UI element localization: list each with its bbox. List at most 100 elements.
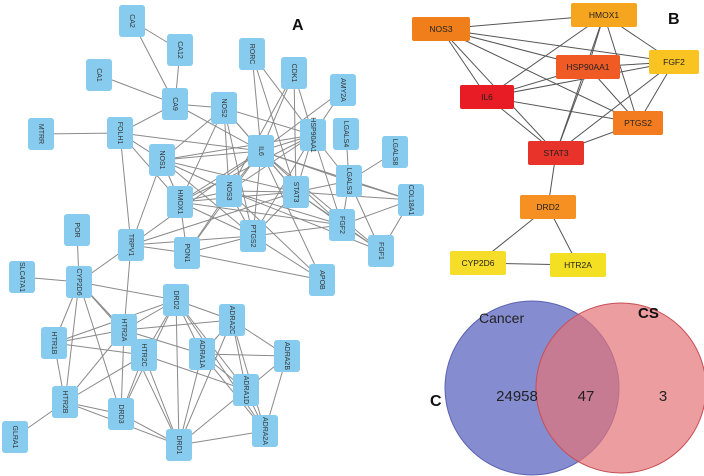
network-node-box [167, 186, 193, 218]
network-node-glra1: GLRA1 [2, 421, 28, 453]
hub-node-stat3: STAT3 [528, 141, 584, 165]
network-node-adra1a: ADRA1A [189, 338, 215, 370]
hub-node-box [460, 85, 514, 109]
network-edge-nos3-apob [228, 190, 323, 281]
network-node-adra1d: ADRA1D [233, 374, 259, 406]
hub-node-label: HMOX1 [589, 10, 620, 20]
hub-node-label: DRD2 [536, 202, 559, 212]
venn-diagram: Cancer CS 24958 47 3 [444, 300, 704, 476]
hub-node-label: STAT3 [543, 148, 568, 158]
network-node-box [239, 38, 265, 70]
network-node-box [167, 34, 193, 66]
hub-node-label: HSP90AA1 [567, 62, 610, 72]
network-node-box [166, 429, 192, 461]
network-node-hmox1: HMOX1 [167, 186, 193, 218]
network-edge-il6-fgf1 [260, 150, 382, 252]
hub-node-label: PTGS2 [624, 118, 652, 128]
network-node-box [66, 266, 92, 298]
hub-node-hmox1: HMOX1 [571, 3, 637, 27]
panel-a-label: A [292, 17, 304, 34]
network-edge-folh1-il6 [119, 132, 262, 152]
hub-edge-nos3-fgf2 [440, 28, 675, 63]
network-node-por: POR [64, 214, 90, 246]
network-node-box [119, 5, 145, 37]
network-node-ptgs2: PTGS2 [240, 220, 266, 252]
network-node-label: DRD2 [172, 290, 179, 309]
network-node-box [309, 264, 335, 296]
hub-node-fgf2: FGF2 [649, 50, 699, 74]
network-edge-drd2-drd1 [175, 299, 180, 446]
network-node-ca9: CA9 [162, 88, 188, 120]
network-edge-cyp2d6-drd3 [78, 281, 122, 415]
network-node-label: LGALS4 [342, 121, 349, 148]
network-node-box [336, 165, 362, 197]
network-node-box [189, 338, 215, 370]
hub-node-label: NOS3 [429, 24, 452, 34]
network-node-box [330, 74, 356, 106]
network-node-label: CA2 [128, 14, 135, 28]
network-node-hsp90aa1: HSP90AA1 [300, 117, 326, 153]
network-node-ca12: CA12 [167, 34, 193, 66]
network-node-label: AMY2A [339, 78, 346, 102]
network-node-label: NOS3 [225, 181, 232, 200]
network-node-label: PTGS2 [249, 225, 256, 248]
hub-edge-hmox1-il6 [486, 14, 605, 98]
network-node-box [368, 235, 394, 267]
hub-node-box [556, 55, 620, 79]
network-node-box [300, 119, 326, 151]
network-node-amy2a: AMY2A [330, 74, 356, 106]
network-edge-hmox1-fgf2 [179, 201, 343, 226]
network-node-label: LGALS8 [391, 139, 398, 166]
network-node-box [107, 117, 133, 149]
hub-edge-nos3-ptgs2 [440, 28, 639, 124]
network-node-box [274, 340, 300, 372]
network-node-fgf2: FGF2 [329, 209, 355, 241]
network-node-label: PON1 [183, 243, 190, 262]
network-node-label: DRD3 [117, 404, 124, 423]
network-node-ca2: CA2 [119, 5, 145, 37]
network-node-stat3: STAT3 [283, 176, 309, 208]
network-node-label: CA12 [176, 41, 183, 59]
network-node-label: CA9 [171, 97, 178, 111]
network-edge-nos1-ptgs2 [161, 159, 254, 237]
network-node-box [149, 144, 175, 176]
network-node-cdk1: CDK1 [281, 57, 307, 89]
network-node-label: ADRA2A [261, 417, 268, 445]
network-node-label: APOB [318, 270, 325, 290]
network-node-box [64, 214, 90, 246]
network-node-label: HTR2C [140, 343, 147, 366]
network-edge-adra2b-adra1a [201, 353, 288, 357]
network-node-htr1b: HTR1B [41, 327, 67, 359]
network-node-box [111, 314, 137, 346]
network-edge-folh1-trpv1 [119, 132, 132, 246]
network-node-label: HTR2B [61, 391, 68, 414]
network-node-label: RORC [248, 44, 255, 65]
network-node-label: CYP2D6 [75, 268, 82, 295]
network-node-label: ADRA2C [228, 306, 235, 334]
network-node-rorc: RORC [239, 38, 265, 70]
network-node-lgals8: LGALS8 [382, 136, 408, 168]
hub-node-box [649, 50, 699, 74]
venn-cs-circle [535, 302, 704, 474]
network-node-box [118, 229, 144, 261]
network-node-box [283, 176, 309, 208]
network-node-label: COL18A1 [407, 185, 414, 216]
network-node-box [216, 175, 242, 207]
hub-edge-hmox1-stat3 [555, 14, 605, 154]
hub-edge-hmox1-ptgs2 [603, 14, 639, 124]
network-node-nos2: NOS2 [211, 92, 237, 124]
network-node-htr2a: HTR2A [111, 314, 137, 346]
hub-node-box [412, 17, 470, 41]
network-edge-fgf2-ptgs2 [252, 224, 343, 237]
network-node-box [281, 57, 307, 89]
network-node-adra2c: ADRA2C [219, 304, 245, 336]
hub-edge-hsp90aa1-stat3 [555, 66, 589, 154]
network-node-label: POR [73, 222, 80, 237]
network-edge-htr2c-htr1b [53, 342, 145, 356]
network-edge-drd2-adra2a [175, 299, 266, 432]
hub-node-box [450, 251, 506, 275]
network-node-label: FGF1 [377, 242, 384, 260]
network-node-label: HSP90AA1 [309, 117, 316, 153]
